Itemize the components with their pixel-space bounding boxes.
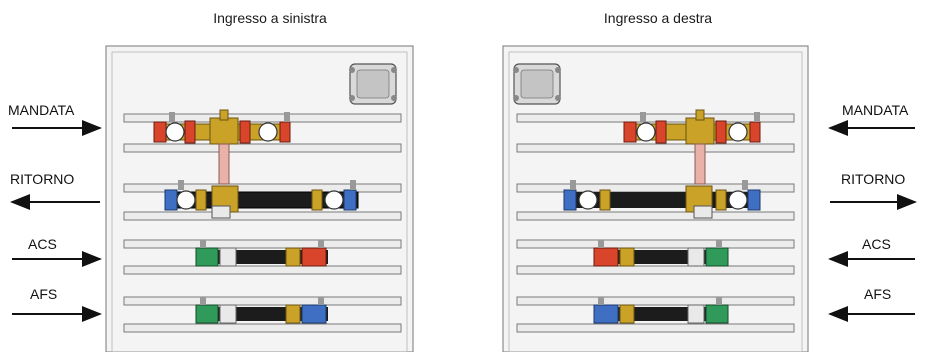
label-mandata-left: MANDATA bbox=[8, 102, 75, 118]
title-right: Ingresso a destra bbox=[603, 10, 713, 26]
acs-assembly-right bbox=[593, 240, 729, 267]
label-ritorno-right: RITORNO bbox=[841, 171, 906, 187]
title-left: Ingresso a sinistra bbox=[213, 10, 327, 26]
rails bbox=[123, 113, 795, 333]
acs-assembly-left bbox=[195, 240, 328, 267]
label-afs-left: AFS bbox=[30, 286, 58, 302]
ritorno-assembly-left bbox=[164, 180, 359, 219]
mandata-assembly-right bbox=[623, 109, 761, 185]
mandata-assembly-left bbox=[153, 109, 291, 185]
junction-box-right bbox=[513, 63, 561, 105]
arrows-left bbox=[10, 120, 102, 322]
arrows-right bbox=[828, 120, 917, 322]
label-acs-right: ACS bbox=[862, 236, 891, 252]
label-mandata-right: MANDATA bbox=[842, 102, 909, 118]
label-acs-left: ACS bbox=[28, 236, 57, 252]
label-afs-right: AFS bbox=[864, 286, 892, 302]
label-ritorno-left: RITORNO bbox=[10, 171, 75, 187]
ritorno-assembly-right bbox=[563, 180, 761, 219]
afs-assembly-left bbox=[195, 297, 328, 324]
junction-box-left bbox=[349, 63, 397, 105]
afs-assembly-right bbox=[593, 297, 729, 324]
